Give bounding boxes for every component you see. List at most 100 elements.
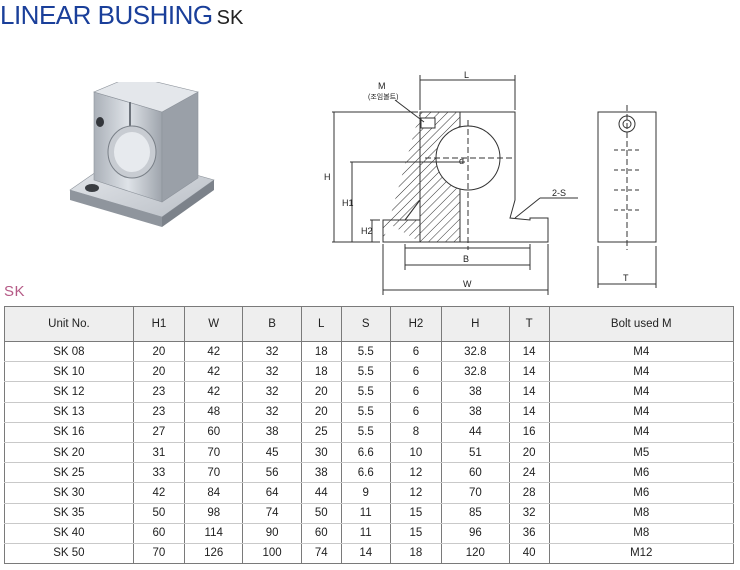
header-t: T: [508, 306, 550, 342]
table-cell: SK 13: [4, 402, 134, 423]
table-cell: 32.8: [441, 361, 510, 383]
table-cell: 5.5: [340, 341, 391, 363]
table-cell: 70: [441, 482, 510, 504]
table-cell: 15: [389, 503, 443, 524]
table-cell: 100: [242, 543, 302, 565]
table-cell: SK 12: [4, 381, 134, 403]
table-cell: 74: [300, 543, 342, 565]
dim-label-L: L: [464, 70, 469, 80]
table-cell: 74: [242, 503, 302, 524]
dim-label-d: d: [459, 156, 464, 166]
table-cell: M4: [548, 361, 735, 383]
header-s: S: [340, 306, 391, 342]
table-cell: 5.5: [340, 402, 391, 423]
table-cell: 30: [300, 442, 342, 464]
table-cell: M4: [548, 341, 735, 363]
dim-label-T: T: [623, 273, 629, 283]
table-cell: 84: [184, 482, 244, 504]
table-cell: 6.6: [340, 442, 391, 464]
spec-table: Unit No. H1 W B L S H2 H T Bolt used M S…: [4, 306, 735, 565]
table-cell: 45: [242, 442, 302, 464]
table-cell: 12: [389, 482, 443, 504]
table-cell: SK 20: [4, 442, 134, 464]
table-cell: 32.8: [441, 341, 510, 363]
table-cell: 38: [441, 402, 510, 423]
table-cell: 98: [184, 503, 244, 524]
table-cell: 6: [389, 361, 443, 383]
dim-label-H1: H1: [342, 198, 354, 208]
table-cell: 32: [242, 402, 302, 423]
table-cell: 96: [441, 523, 510, 544]
table-cell: 8: [389, 422, 443, 443]
table-cell: 16: [508, 422, 550, 443]
table-cell: 14: [508, 341, 550, 363]
table-cell: 114: [184, 523, 244, 544]
header-b: B: [242, 306, 302, 342]
table-cell: 32: [508, 503, 550, 524]
table-cell: 11: [340, 503, 391, 524]
table-cell: 20: [132, 361, 186, 383]
table-cell: M5: [548, 442, 735, 464]
table-cell: 70: [184, 462, 244, 484]
table-cell: 38: [300, 462, 342, 484]
table-cell: M4: [548, 381, 735, 403]
table-cell: 38: [242, 422, 302, 443]
header-l: L: [300, 306, 342, 342]
table-cell: 23: [132, 402, 186, 423]
table-cell: M4: [548, 402, 735, 423]
table-cell: 48: [184, 402, 244, 423]
table-cell: 6.6: [340, 462, 391, 484]
header-unit-no: Unit No.: [4, 306, 134, 342]
header-h2: H2: [389, 306, 443, 342]
dim-label-H: H: [324, 172, 331, 182]
table-cell: 40: [508, 543, 550, 565]
header-w: W: [184, 306, 244, 342]
table-cell: 27: [132, 422, 186, 443]
table-cell: 60: [441, 462, 510, 484]
header-h1: H1: [132, 306, 186, 342]
table-cell: 20: [300, 402, 342, 423]
table-cell: 14: [508, 402, 550, 423]
table-cell: 14: [508, 361, 550, 383]
table-cell: 60: [184, 422, 244, 443]
table-cell: 70: [184, 442, 244, 464]
table-cell: 10: [389, 442, 443, 464]
table-cell: 44: [441, 422, 510, 443]
table-cell: 85: [441, 503, 510, 524]
table-cell: 15: [389, 523, 443, 544]
table-cell: 90: [242, 523, 302, 544]
dim-label-B: B: [463, 254, 469, 264]
table-cell: M4: [548, 422, 735, 443]
table-cell: 11: [340, 523, 391, 544]
table-cell: 33: [132, 462, 186, 484]
table-cell: 32: [242, 341, 302, 363]
table-cell: M8: [548, 523, 735, 544]
table-cell: 42: [184, 341, 244, 363]
table-cell: SK 40: [4, 523, 134, 544]
table-cell: 42: [184, 381, 244, 403]
table-cell: 38: [441, 381, 510, 403]
table-cell: M8: [548, 503, 735, 524]
table-cell: 18: [300, 341, 342, 363]
table-cell: 14: [508, 381, 550, 403]
table-cell: 5.5: [340, 422, 391, 443]
table-cell: SK 35: [4, 503, 134, 524]
table-cell: 51: [441, 442, 510, 464]
table-cell: 32: [242, 381, 302, 403]
table-cell: M6: [548, 462, 735, 484]
header-h: H: [441, 306, 510, 342]
table-cell: 28: [508, 482, 550, 504]
title-model: SK: [216, 7, 244, 29]
table-cell: SK 25: [4, 462, 134, 484]
dim-label-S: 2-S: [552, 188, 566, 198]
table-cell: M12: [548, 543, 735, 565]
table-cell: 24: [508, 462, 550, 484]
